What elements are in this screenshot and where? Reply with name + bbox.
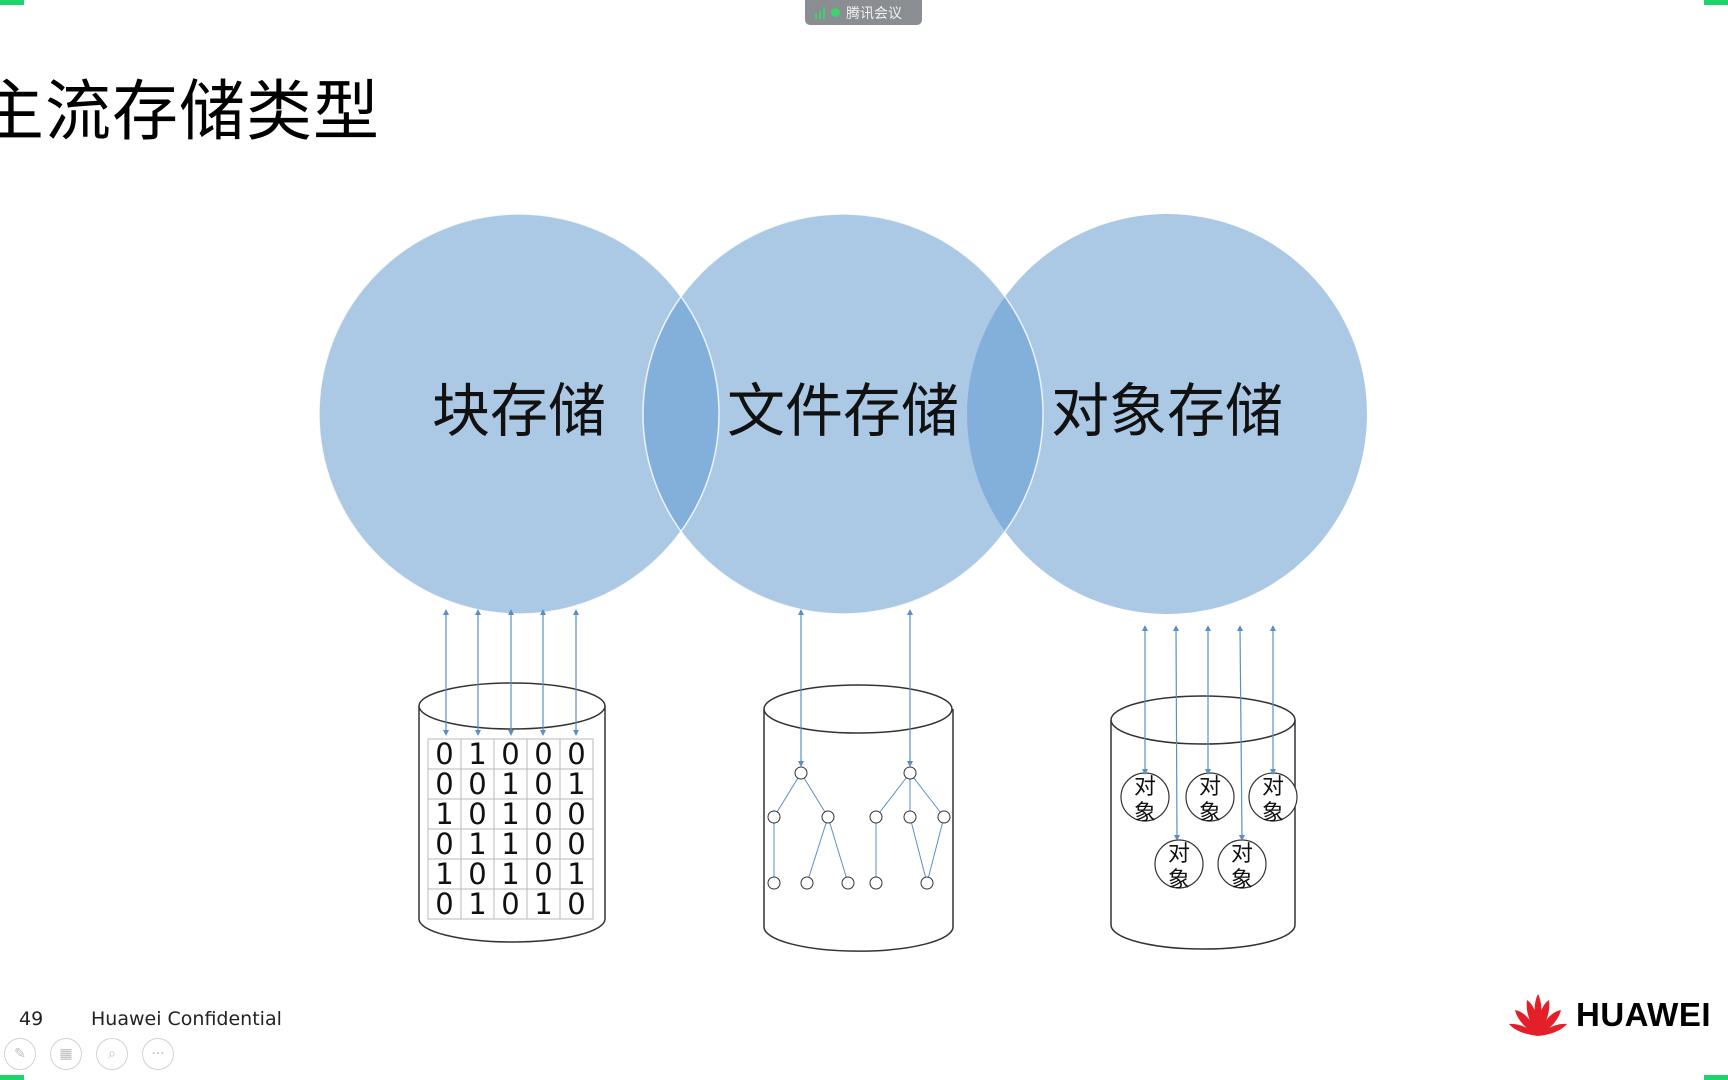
grid-cell [460,858,495,890]
signal-strength-icon [815,6,825,19]
presentation-toolbar: ✎ ▦ ⌕ ··· [4,1038,174,1070]
block-storage-circle [319,214,719,614]
grid-digit: 1 [501,767,519,801]
grid-digit: 1 [468,737,486,771]
recording-dot-icon [831,8,840,17]
grid-digit: 0 [534,737,552,771]
confidential-label: Huawei Confidential [91,1008,282,1030]
screen-border-bottom-right [1704,1075,1728,1080]
circle-label-block: 块存储 [432,377,606,445]
grid-digit: 1 [534,887,552,921]
object-node-label: 对 [1262,775,1284,800]
slides-button[interactable]: ▦ [50,1038,82,1070]
object-node-label: 象 [1231,868,1253,893]
slide-number: 49 [19,1008,44,1030]
grid-cell [526,888,561,920]
grid-digit: 0 [435,767,453,801]
screen-border-bottom-left [0,1075,24,1080]
meeting-status-chip[interactable]: 腾讯会议 [805,0,922,25]
object-node-label: 对 [1199,775,1221,800]
file-circle-outline [642,213,1044,615]
huawei-wordmark: HUAWEI [1576,996,1711,1033]
grid-digit: 1 [435,857,453,891]
object-storage-arrows [1142,625,1276,841]
object-node-label: 对 [1168,842,1190,867]
grid-cell [427,768,462,800]
slides-icon: ▦ [59,1046,73,1062]
object-node-label: 象 [1168,868,1190,893]
grid-digit: 1 [501,857,519,891]
grid-digit: 0 [534,797,552,831]
meeting-app-name: 腾讯会议 [846,5,902,22]
file-storage-cylinder [763,684,954,952]
block-circle-outline [318,213,720,615]
grid-digit: 0 [468,797,486,831]
object-node-label: 对 [1231,842,1253,867]
grid-cell [559,888,594,920]
pen-tool-button[interactable]: ✎ [4,1038,36,1070]
screen-border-top-right [1704,0,1728,5]
huawei-logo: HUAWEI [1508,992,1711,1038]
grid-digit: 0 [534,827,552,861]
file-storage-circle [643,214,1043,614]
grid-digit: 0 [435,827,453,861]
grid-cell [559,768,594,800]
grid-cell [460,798,495,830]
block-storage-arrows [443,609,579,736]
object-node-label: 象 [1199,801,1221,826]
grid-cell [493,798,528,830]
more-button[interactable]: ··· [142,1038,174,1070]
grid-cell [460,888,495,920]
pencil-icon: ✎ [14,1046,26,1062]
grid-digit: 0 [435,887,453,921]
grid-cell [526,828,561,860]
object-node-label: 象 [1262,801,1284,826]
slide-title: 主流存储类型 [0,73,380,150]
circle-label-object: 对象存储 [1051,377,1283,445]
grid-digit: 0 [567,737,585,771]
more-icon: ··· [151,1046,165,1062]
grid-digit: 1 [435,797,453,831]
object-node-label: 对 [1134,775,1156,800]
grid-cell [526,738,561,770]
grid-digit: 0 [468,857,486,891]
grid-cell [559,738,594,770]
grid-digit: 0 [567,797,585,831]
grid-digit: 0 [534,857,552,891]
grid-cell [493,768,528,800]
grid-digit: 0 [435,737,453,771]
circle-label-file: 文件存储 [727,377,959,445]
huawei-flower-icon [1509,994,1567,1036]
grid-digit: 1 [501,797,519,831]
grid-digit: 0 [468,767,486,801]
grid-digit: 0 [567,827,585,861]
file-tree-right [869,766,951,890]
screen-border-top-left [0,0,24,5]
zoom-button[interactable]: ⌕ [96,1038,128,1070]
grid-cell [493,828,528,860]
object-storage-circle [967,214,1367,614]
grid-digit: 1 [468,827,486,861]
grid-digit: 1 [567,857,585,891]
object-node-label: 象 [1134,801,1156,826]
grid-digit: 1 [468,887,486,921]
grid-digit: 1 [501,827,519,861]
grid-cell [559,858,594,890]
file-tree-left [767,766,855,890]
grid-cell [559,798,594,830]
grid-digit: 0 [501,737,519,771]
file-storage-arrows [798,609,913,767]
grid-cell [526,798,561,830]
grid-digit: 0 [567,887,585,921]
grid-digit: 0 [534,767,552,801]
magnifier-icon: ⌕ [108,1046,116,1062]
grid-cell [493,858,528,890]
grid-digit: 1 [567,767,585,801]
grid-digit: 0 [501,887,519,921]
object-storage-cylinder [1110,695,1296,950]
